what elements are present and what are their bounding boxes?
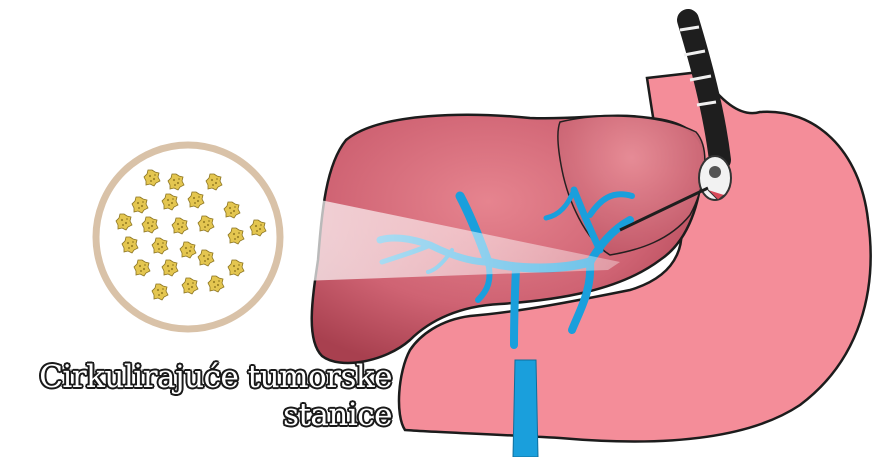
caption-line-1: Cirkulirajuće tumorske [39, 360, 392, 394]
caption-line-2: stanice [283, 398, 392, 432]
tumor-cell-magnifier [96, 145, 280, 329]
portal-vein [513, 360, 538, 457]
caption: Cirkulirajuće tumorske stanice [0, 360, 392, 440]
